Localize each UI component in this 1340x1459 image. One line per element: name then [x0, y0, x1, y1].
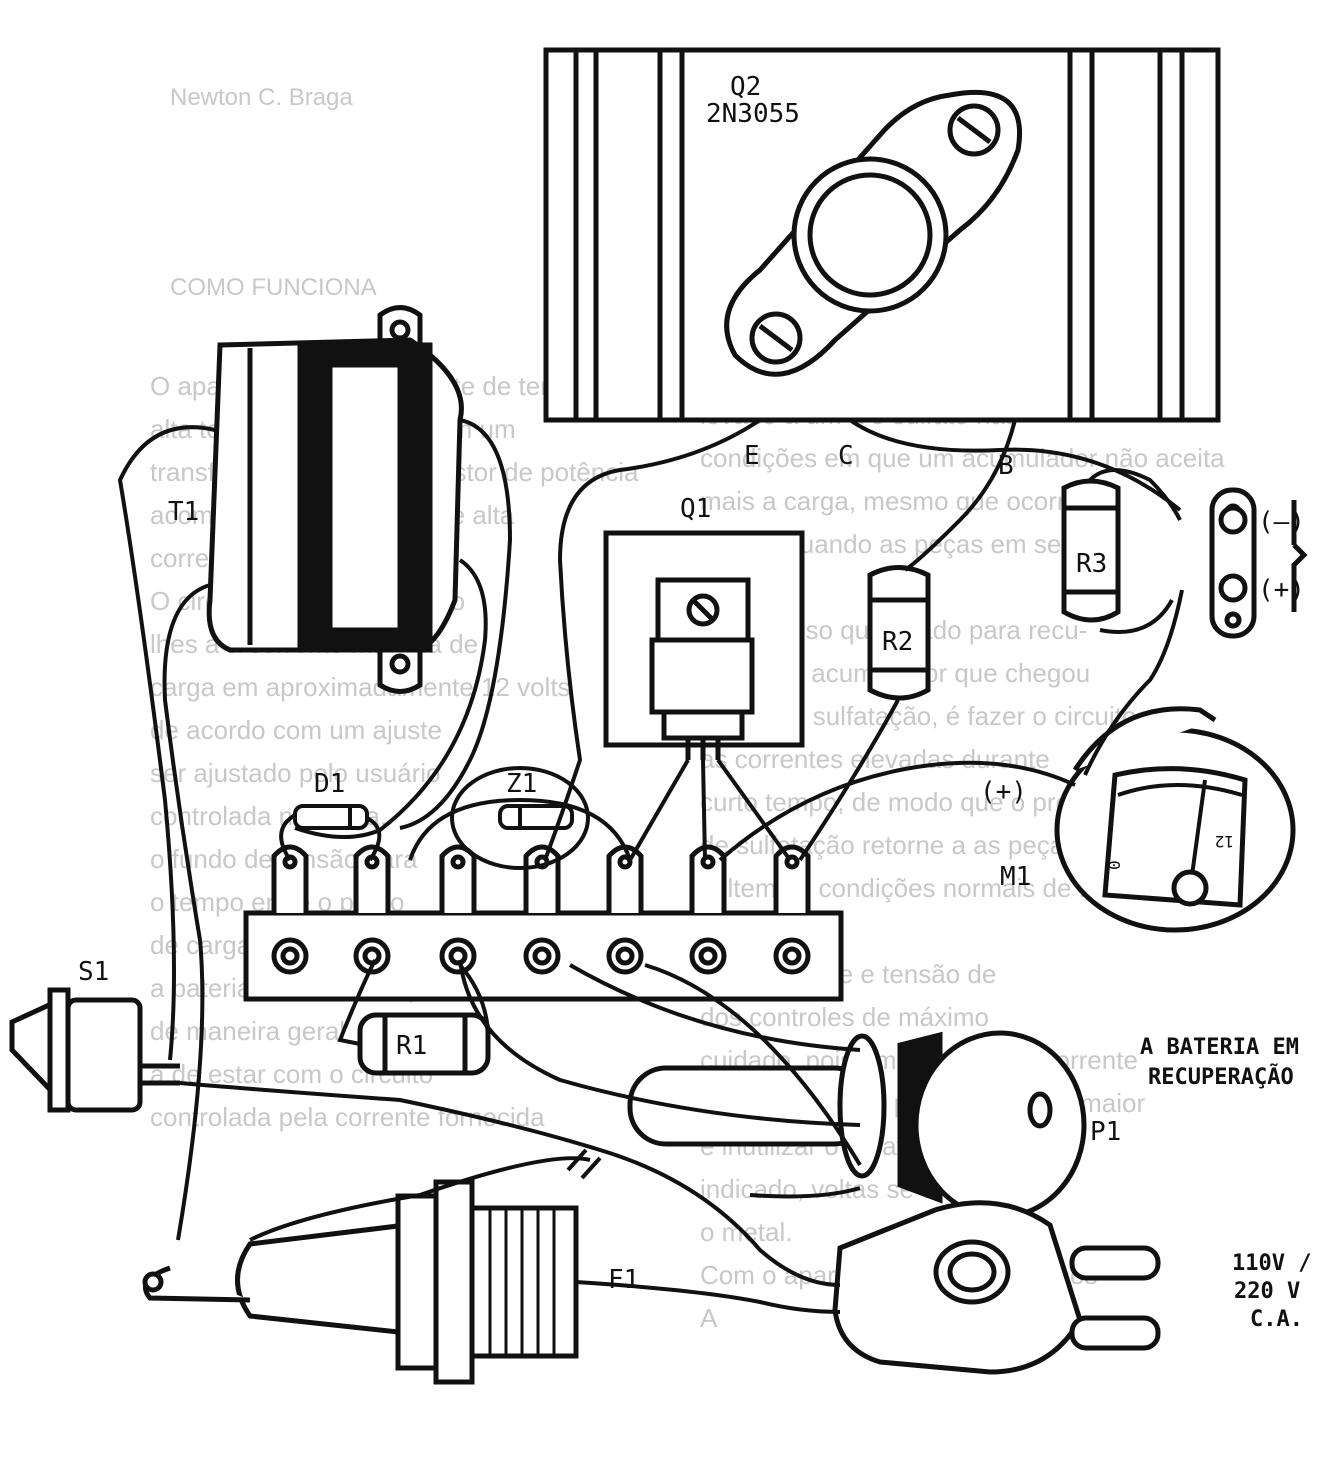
label-t1: T1 [168, 497, 199, 527]
label-mains-line1: 110V / [1232, 1251, 1311, 1276]
background-text-line: as correntes elevadas durante [700, 744, 1050, 774]
background-text-line: COMO FUNCIONA [170, 274, 377, 301]
label-q1: Q1 [680, 494, 711, 524]
background-text-line: dos controles de máximo [700, 1002, 989, 1032]
terminal-screw-center [532, 946, 552, 966]
background-text-line: de sulfatação retorne a as peças [700, 830, 1077, 860]
wiring [117, 418, 1184, 1314]
background-text-line: de maneira geral [150, 1016, 345, 1046]
potentiometer-p1 [627, 1030, 1087, 1220]
mains-plug [832, 1200, 1161, 1375]
label-d1: D1 [314, 769, 345, 799]
background-text-line: de acordo com um ajuste [150, 715, 442, 745]
terminal-lug [271, 844, 309, 913]
terminal-screw-center [782, 946, 802, 966]
terminal-lug [353, 844, 391, 913]
background-text-line: voltem às condições normais de fun- [700, 873, 1123, 903]
heatsink [543, 47, 1221, 423]
q1-transistor [649, 577, 755, 760]
terminal-screw-center [698, 946, 718, 966]
terminal-lug [773, 844, 811, 913]
resistor-r3 [1061, 478, 1121, 623]
terminal-screw-center [362, 946, 382, 966]
label-pin-e: E [744, 441, 760, 471]
label-r2: R2 [882, 627, 913, 657]
terminal-lug-hole [450, 854, 466, 870]
label-mains-line3: C.A. [1250, 1307, 1303, 1332]
label-s1: S1 [78, 957, 109, 987]
label-q2-part: 2N3055 [706, 99, 800, 129]
component-labels: Q2 2N3055 Q1 T1 D1 Z1 R1 R2 R3 S1 F1 P1 … [78, 72, 1311, 1332]
label-q2: Q2 [730, 72, 761, 102]
zener-z1 [498, 804, 574, 830]
background-text-line: A [700, 1303, 718, 1333]
label-m1: M1 [1000, 862, 1031, 892]
fuse-holder-f1 [142, 1179, 579, 1385]
label-mains-line2: 220 V [1234, 1279, 1300, 1304]
label-battery-line1: A BATERIA EM [1140, 1035, 1299, 1060]
meter-m1 [1054, 706, 1296, 933]
terminal-screw-center [280, 946, 300, 966]
label-f1: F1 [608, 1265, 639, 1295]
label-p1: P1 [1090, 1117, 1121, 1147]
label-z1: Z1 [506, 769, 537, 799]
meter-scale-min: 0 [1105, 860, 1124, 870]
background-text-line: carga em aproximadamente 12 volts [150, 672, 571, 702]
label-meter-positive: (+) [980, 777, 1027, 807]
background-text-line: ser ajustado pelo usuário [150, 758, 441, 788]
label-pin-b: B [998, 451, 1014, 481]
q2-transistor [724, 89, 1022, 377]
terminal-strip [243, 844, 844, 1002]
label-r1: R1 [396, 1031, 427, 1061]
switch-s1 [9, 987, 180, 1113]
background-text-line: o metal. [700, 1217, 793, 1247]
battery-terminal-plate [1209, 487, 1308, 639]
terminal-screw-center [615, 946, 635, 966]
background-text-line: mais a carga, mesmo que ocorra [700, 486, 1081, 516]
label-battery-line2: RECUPERAÇÃO [1148, 1064, 1294, 1090]
label-terminal-negative: (–) [1258, 507, 1305, 537]
transformer-t1 [206, 305, 464, 694]
diode-d1 [293, 804, 369, 830]
background-text-line: controlada pela corrente fornecida [150, 1102, 545, 1132]
background-text-line: condições em que um acumulador não aceit… [700, 443, 1225, 473]
label-pin-c: C [838, 441, 854, 471]
label-terminal-positive: (+) [1258, 575, 1305, 605]
terminal-lug-hole [617, 854, 633, 870]
resistor-r2 [867, 565, 931, 701]
terminal-screw-center [448, 946, 468, 966]
meter-scale-max: 12 [1215, 832, 1234, 851]
background-text-line: Newton C. Braga [170, 84, 353, 111]
label-r3: R3 [1076, 549, 1107, 579]
